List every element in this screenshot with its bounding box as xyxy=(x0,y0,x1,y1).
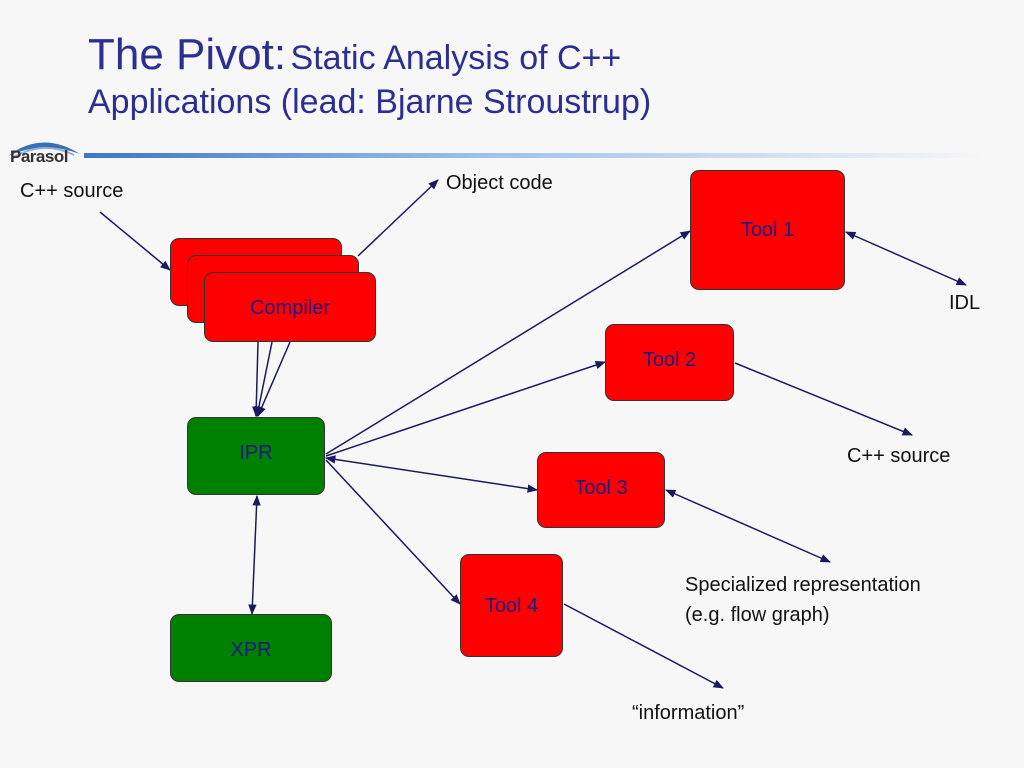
arrow-ipr-tool1 xyxy=(325,230,691,455)
tool2-box: Tool 2 xyxy=(605,324,734,401)
parasol-logo-icon xyxy=(8,142,80,158)
tool1-box: Tool 1 xyxy=(690,170,845,290)
title-divider xyxy=(84,153,984,158)
arrow-tool4-information xyxy=(563,603,724,689)
arrow-tool1-idl xyxy=(845,231,967,286)
logo-text: Parasol xyxy=(10,147,68,166)
arrow-compiler-a-to-ipr xyxy=(252,341,261,418)
specialized-line2: (e.g. flow graph) xyxy=(685,604,830,626)
object-code-label: Object code xyxy=(446,172,553,194)
compiler-label: Compiler xyxy=(249,297,331,319)
arrow-ipr-tool2 xyxy=(325,361,606,457)
arrow-compiler-b-to-ipr xyxy=(254,341,273,418)
tool1-label: Tool 1 xyxy=(740,219,795,241)
ipr-box: IPR xyxy=(187,417,325,495)
specialized-line1: Specialized representation xyxy=(685,574,921,596)
tool3-box: Tool 3 xyxy=(537,452,665,528)
xpr-box: XPR xyxy=(170,614,332,682)
arrow-ipr-tool4 xyxy=(325,459,461,605)
tool4-box: Tool 4 xyxy=(460,554,563,657)
xpr-label: XPR xyxy=(230,639,272,661)
arrow-compiler-c-to-ipr xyxy=(257,341,291,417)
tool2-label: Tool 2 xyxy=(642,349,697,371)
title-sub: Static Analysis of C++ xyxy=(290,39,622,77)
tool3-label: Tool 3 xyxy=(574,477,628,499)
cpp-source-input-label: C++ source xyxy=(20,180,124,202)
cpp-source-output-label: C++ source xyxy=(847,445,951,467)
arrow-ipr-tool3 xyxy=(324,455,539,493)
arrow-compiler-to-object-code xyxy=(357,179,439,257)
specialized-representation-label: Specialized representation (e.g. flow gr… xyxy=(685,570,921,630)
arrow-source-to-compiler xyxy=(99,211,171,271)
arrow-tool3-specialized xyxy=(665,489,831,563)
slide-title: The Pivot: Static Analysis of C++ Applic… xyxy=(88,30,988,121)
tool4-label: Tool 4 xyxy=(484,595,539,617)
title-line2: Applications (lead: Bjarne Stroustrup) xyxy=(88,83,652,122)
compiler-box: Compiler xyxy=(204,272,376,342)
arrow-tool2-cpp-source xyxy=(734,362,913,436)
arrow-ipr-xpr xyxy=(248,494,261,616)
idl-label: IDL xyxy=(949,292,981,314)
title-main: The Pivot: xyxy=(88,30,287,79)
information-label: “information” xyxy=(632,702,745,724)
ipr-label: IPR xyxy=(239,442,273,464)
